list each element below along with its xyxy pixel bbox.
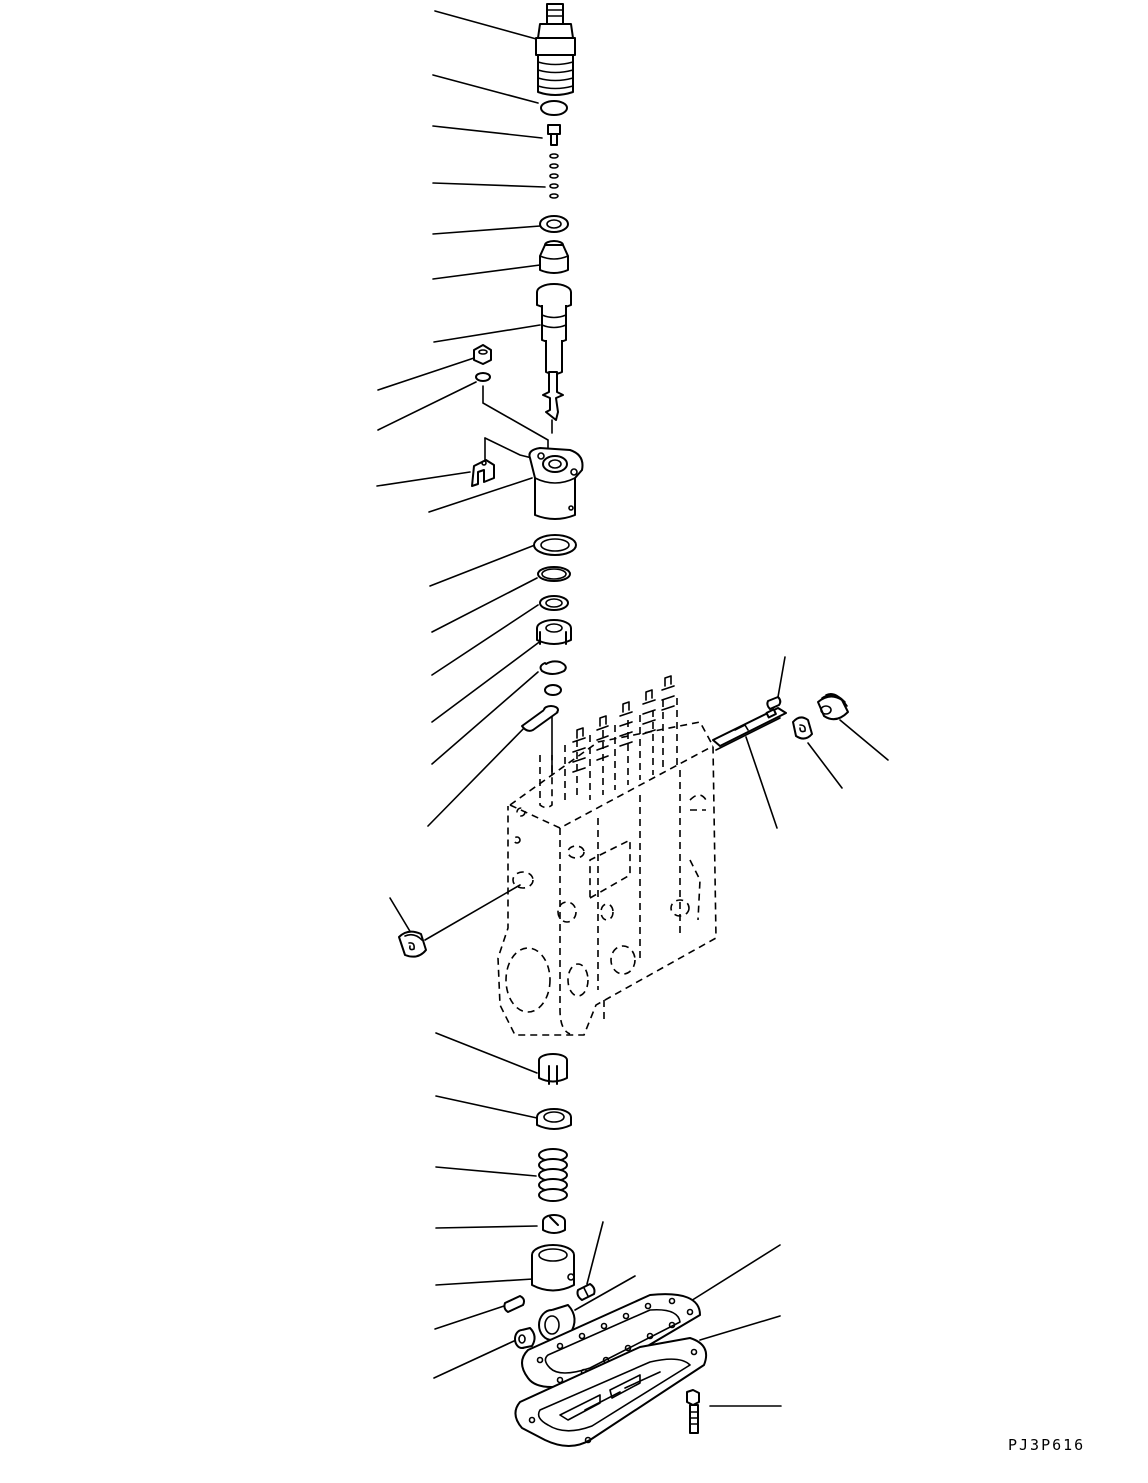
leader-line — [431, 577, 538, 633]
washer — [475, 372, 491, 382]
side-plug — [398, 930, 427, 958]
plunger-spring — [538, 1148, 568, 1202]
tappet — [538, 1053, 568, 1085]
leader-line — [807, 742, 843, 789]
leader-line — [432, 225, 541, 235]
drawing-code: PJ3P616 — [1008, 1436, 1086, 1454]
flange-housing — [528, 447, 584, 520]
leader-line — [431, 639, 543, 723]
leader-line — [427, 721, 531, 827]
small-o-ring — [544, 684, 562, 696]
roller-tappet — [531, 1244, 575, 1292]
leader-line — [389, 897, 412, 934]
guide-bolt — [576, 1283, 596, 1301]
leader-line — [435, 1278, 534, 1286]
leader-line — [432, 264, 541, 280]
pin — [521, 705, 559, 732]
leader-line — [431, 671, 539, 765]
leader-line — [435, 1032, 538, 1074]
alignment-line — [482, 385, 549, 449]
roller-pin — [503, 1295, 525, 1313]
delivery-valve — [539, 240, 569, 274]
leader-line — [699, 1315, 781, 1341]
pump-valve-holders — [539, 698, 678, 809]
o-ring — [537, 566, 571, 582]
rack-bushing — [792, 716, 813, 740]
leader-line — [431, 604, 539, 676]
spring-seat — [536, 1108, 572, 1130]
leader-line — [435, 1095, 538, 1119]
leader-line — [777, 656, 786, 698]
leader-line — [432, 125, 543, 139]
washer — [539, 595, 569, 611]
rack-pin — [766, 696, 782, 710]
lower-spring-seat — [542, 1214, 566, 1234]
o-ring — [540, 100, 568, 116]
snap-ring — [539, 660, 567, 675]
leader-line — [839, 719, 889, 761]
leader-line — [432, 182, 546, 188]
bushing — [514, 1327, 536, 1349]
slotted-nut — [536, 619, 572, 645]
leader-line — [435, 1225, 538, 1229]
leader-line — [586, 1221, 604, 1285]
delivery-valve-holder — [535, 3, 576, 96]
leader-line — [432, 74, 539, 104]
leader-line — [429, 544, 536, 587]
leader-lines — [376, 10, 889, 1407]
leader-line — [424, 884, 521, 941]
leader-line — [433, 1340, 515, 1379]
plug — [817, 693, 849, 721]
leader-line — [434, 1305, 505, 1330]
leader-line — [377, 381, 477, 431]
seal-ring — [533, 534, 577, 556]
control-rack — [712, 707, 787, 751]
leader-line — [377, 357, 475, 391]
leader-line — [435, 1166, 537, 1177]
cover-plate — [514, 1337, 708, 1447]
pump-valve-holder-tops — [572, 675, 675, 773]
leader-line — [428, 477, 533, 513]
spring — [549, 153, 559, 199]
plunger-barrel — [536, 283, 572, 434]
leader-line — [574, 1275, 636, 1311]
nut — [473, 344, 492, 365]
leader-line — [745, 736, 778, 829]
leader-line — [376, 471, 471, 487]
stopper — [547, 124, 561, 146]
leader-line — [685, 1244, 781, 1305]
leader-line — [434, 10, 541, 41]
bolt — [686, 1389, 700, 1434]
bracket — [471, 459, 495, 487]
leader-line — [433, 324, 541, 343]
gasket-washer — [539, 215, 569, 233]
pump-housing — [497, 721, 717, 1036]
